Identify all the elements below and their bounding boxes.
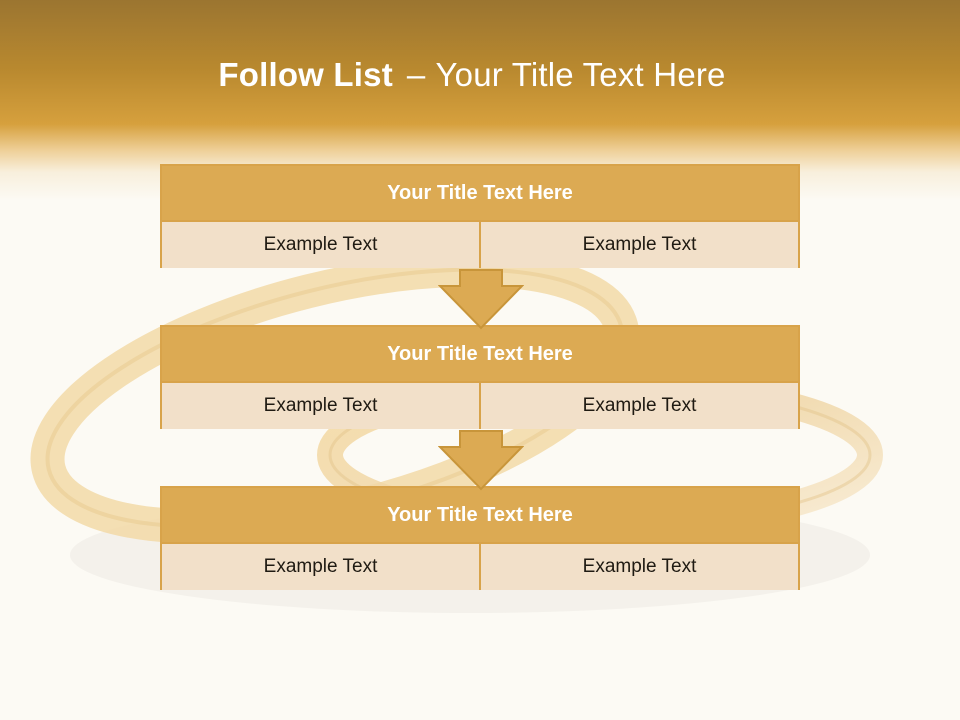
flow-step-text-right: Example Text	[479, 222, 798, 268]
flow-step-row: Example Text Example Text	[162, 544, 798, 590]
flow-step-title: Your Title Text Here	[162, 166, 798, 222]
flow-step-row: Example Text Example Text	[162, 383, 798, 429]
flow-step-text-left: Example Text	[162, 222, 479, 268]
flow-step-title: Your Title Text Here	[162, 488, 798, 544]
page-title-dash: –	[406, 56, 426, 93]
down-arrow-icon	[438, 269, 524, 330]
flow-step-1: Your Title Text Here Example Text Exampl…	[160, 164, 800, 268]
flow-step-row: Example Text Example Text	[162, 222, 798, 268]
flow-step-text-right: Example Text	[479, 383, 798, 429]
page-title: Follow List–Your Title Text Here	[0, 56, 944, 94]
down-arrow-icon	[438, 430, 524, 491]
flow-step-text-left: Example Text	[162, 383, 479, 429]
flow-step-text-left: Example Text	[162, 544, 479, 590]
flow-step-2: Your Title Text Here Example Text Exampl…	[160, 325, 800, 429]
page-title-bold: Follow List	[218, 56, 393, 93]
page-title-rest: Your Title Text Here	[435, 56, 726, 93]
flow-step-3: Your Title Text Here Example Text Exampl…	[160, 486, 800, 590]
flow-step-text-right: Example Text	[479, 544, 798, 590]
flow-step-title: Your Title Text Here	[162, 327, 798, 383]
